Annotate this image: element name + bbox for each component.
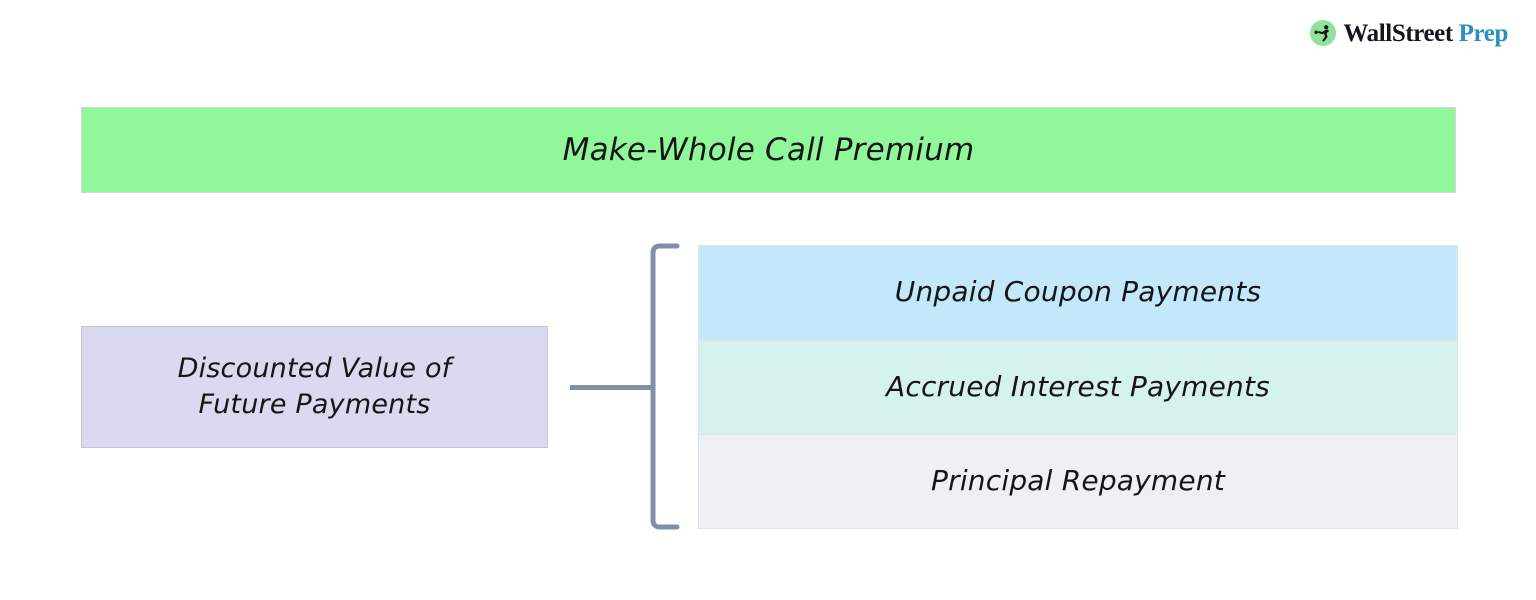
node-accrued-interest-payments: Accrued Interest Payments xyxy=(698,340,1458,435)
brand-word-prep: Prep xyxy=(1458,19,1509,47)
node-unpaid-coupon-payments: Unpaid Coupon Payments xyxy=(698,245,1458,340)
node-discounted-value-line2: Future Payments xyxy=(198,389,431,420)
runner-icon xyxy=(1310,20,1337,46)
node-discounted-value-line1: Discounted Value of xyxy=(177,353,452,385)
node-discounted-value: Discounted Value of Future Payments xyxy=(81,326,548,448)
brand-wordmark: WallStreet Prep xyxy=(1343,21,1508,46)
diagram-title-banner: Make-Whole Call Premium xyxy=(81,107,1456,193)
brand-logo: WallStreet Prep xyxy=(1310,18,1508,48)
brand-word-street: Street xyxy=(1391,19,1453,47)
brand-word-wall: Wall xyxy=(1343,19,1392,47)
node-principal-repayment: Principal Repayment xyxy=(698,434,1458,529)
